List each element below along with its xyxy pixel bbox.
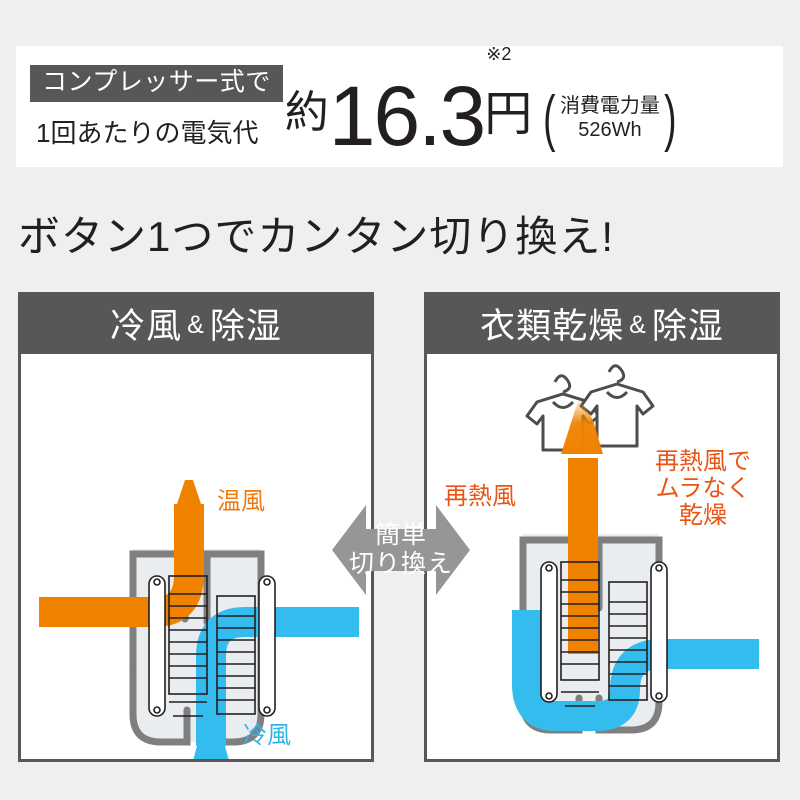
- reheat-air-label: 再熱風: [444, 483, 516, 510]
- heat-exchanger-coil-right: [608, 581, 648, 701]
- filter-tube-right: [258, 575, 276, 717]
- yen-unit-wrap: ※2 円: [484, 44, 533, 148]
- panel-right-title-sub: 除湿: [651, 306, 724, 346]
- power-note-lines: 消費電力量 526Wh: [560, 94, 660, 143]
- panel-left-title-main: 冷風: [110, 306, 183, 346]
- filter-tube-left: [148, 575, 166, 717]
- power-note-line2: 526Wh: [578, 119, 642, 142]
- page-title: ボタン1つでカンタン切り換え!: [18, 213, 615, 260]
- cool-air-flow: [196, 607, 359, 746]
- mode-switch-badge: 簡単 切り換え: [332, 487, 470, 613]
- even-drying-label: 再熱風で ムラなく 乾燥: [655, 448, 751, 530]
- cost-value-group: 約 16.3 ※2 円 ( 消費電力量 526Wh ): [284, 44, 681, 158]
- panel-right-amp: &: [629, 310, 647, 339]
- panel-left-header: 冷風 & 除湿: [18, 292, 374, 354]
- machine-outline-right-lower: [595, 618, 663, 734]
- machine-outline-left-lower: [129, 666, 191, 746]
- panel-left-amp: &: [187, 310, 205, 339]
- banner-left-text: コンプレッサー式で 1回あたりの電気代: [16, 63, 283, 150]
- machine-outline-right-lower: [203, 628, 265, 746]
- compressor-type-chip: コンプレッサー式で: [30, 65, 283, 102]
- heat-exchanger-coil-right: [216, 595, 256, 715]
- double-arrow-icon: [332, 505, 470, 595]
- cool-air-label: 冷風: [243, 722, 291, 749]
- filter-tube-right: [650, 561, 668, 703]
- mode-switch-text: 簡単 切り換え: [332, 487, 470, 613]
- footnote-marker: ※2: [486, 44, 512, 65]
- cost-per-use-label: 1回あたりの電気代: [36, 118, 259, 148]
- recirculating-air-flow: [512, 610, 759, 731]
- approx-prefix: 約: [284, 88, 329, 138]
- power-consumption-note: ( 消費電力量 526Wh ): [539, 83, 680, 153]
- switch-line1: 簡単: [374, 520, 427, 549]
- even-drying-line3: 乾燥: [679, 501, 727, 529]
- electricity-cost-banner: コンプレッサー式で 1回あたりの電気代 約 16.3 ※2 円 ( 消費電力量 …: [16, 44, 783, 167]
- heat-exchanger-coil-left: [560, 561, 600, 707]
- warm-air-plume: [561, 398, 603, 454]
- heat-exchanger-coil-left: [168, 575, 208, 717]
- filter-tube-left: [540, 561, 558, 703]
- paren-close-icon: ): [664, 83, 677, 153]
- power-note-line1: 消費電力量: [559, 95, 660, 117]
- cost-amount: 16.3: [328, 68, 486, 163]
- panel-right-body: 再熱風 再熱風で ムラなく 乾燥: [427, 354, 777, 759]
- switch-line2: 切り換え: [348, 550, 453, 578]
- cool-mode-diagram: [39, 480, 359, 759]
- hanging-shirt-right-icon: [579, 364, 655, 448]
- even-drying-line1: 再熱風で: [655, 448, 751, 475]
- warm-air-label: 温風: [217, 488, 265, 515]
- paren-open-icon: (: [543, 83, 556, 153]
- even-drying-line2: ムラなく: [655, 474, 751, 502]
- cool-air-outlet: [193, 746, 229, 759]
- yen-unit: 円: [484, 88, 533, 142]
- panel-laundry-dry-dehumidify: 衣類乾燥 & 除湿: [424, 292, 780, 762]
- panel-left-body: 温風 冷風: [21, 354, 371, 759]
- panel-right-title-main: 衣類乾燥: [480, 306, 625, 346]
- laundry-dry-mode-diagram: [512, 364, 759, 734]
- panel-cool-dehumidify: 冷風 & 除湿: [18, 292, 374, 762]
- panel-right-header: 衣類乾燥 & 除湿: [424, 292, 780, 354]
- warm-air-outlet: [177, 480, 201, 504]
- panel-left-title-sub: 除湿: [209, 306, 282, 346]
